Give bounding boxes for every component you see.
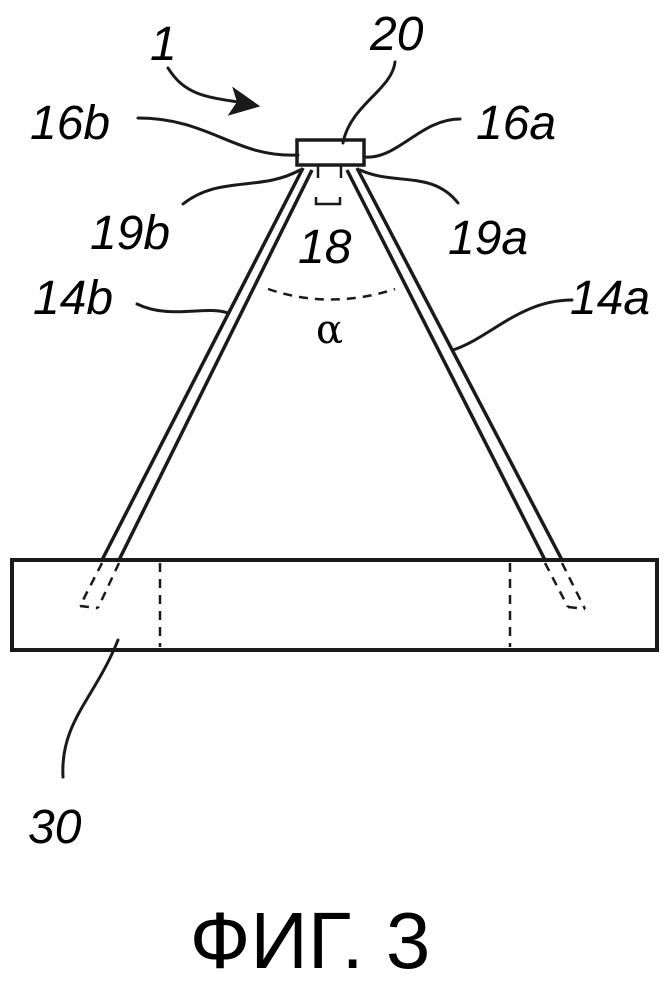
label-end-left: 16b	[30, 97, 110, 150]
leader-16b	[138, 118, 298, 155]
base-block	[12, 560, 657, 650]
label-gap: 18	[298, 221, 352, 274]
label-joint-right: 19a	[448, 212, 528, 265]
label-clamp: 20	[369, 8, 424, 61]
label-assembly: 1	[150, 18, 177, 71]
label-angle: α	[316, 307, 343, 353]
label-end-right: 16a	[476, 97, 556, 150]
label-base: 30	[28, 801, 82, 854]
leader-19a	[360, 170, 458, 203]
leader-30	[63, 640, 118, 777]
leader-14b	[137, 304, 228, 313]
top-clamp	[297, 140, 364, 178]
angle-arc	[268, 289, 395, 300]
label-leg-left: 14b	[33, 272, 113, 325]
assembly-arrow	[168, 68, 258, 114]
leader-20	[343, 62, 395, 143]
label-joint-left: 19b	[90, 207, 170, 260]
leader-14a	[453, 300, 572, 350]
gap-bracket	[316, 197, 340, 204]
figure-caption: ФИГ. 3	[190, 896, 431, 982]
label-leg-right: 14a	[570, 272, 650, 325]
leader-16a	[364, 119, 460, 157]
leader-19b	[183, 170, 300, 204]
